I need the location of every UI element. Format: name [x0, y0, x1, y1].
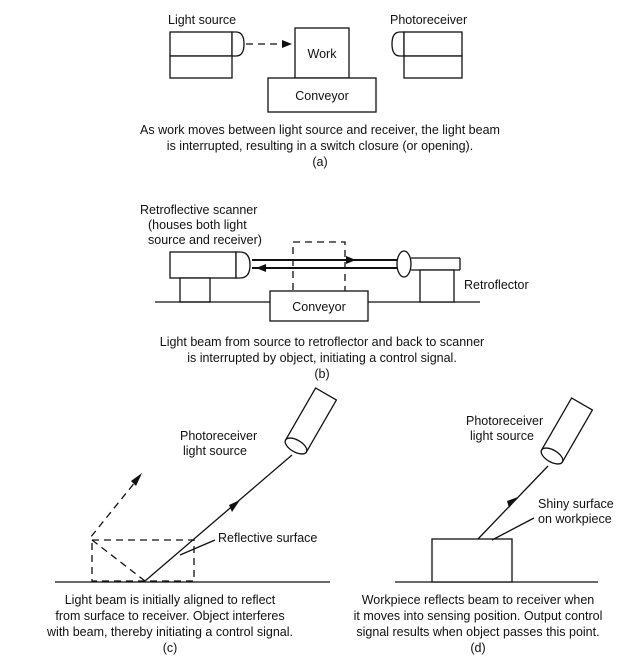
deflected-arrow-c: [131, 473, 142, 486]
scanner-label-2: (houses both light: [148, 218, 247, 232]
panel-a: Light source Photoreceiver Work Conveyor…: [140, 13, 500, 169]
caption-d-line1: Workpiece reflects beam to receiver when: [362, 593, 595, 607]
retroflector-label: Retroflector: [464, 278, 529, 292]
caption-c-line2: from surface to receiver. Object interfe…: [55, 609, 284, 623]
caption-d-line3: signal results when object passes this p…: [356, 625, 599, 639]
caption-b-tag: (b): [314, 367, 329, 381]
photoreceiver-base: [403, 55, 463, 79]
photoreceiver-d-label-2: light source: [470, 429, 534, 443]
photoreceiver-c: [284, 387, 338, 455]
caption-d-line2: it moves into sensing position. Output c…: [354, 609, 603, 623]
photoreceiver-d: [540, 397, 594, 465]
sensor-d-lens: [540, 447, 564, 465]
scanner-label-1: Retroflective scanner: [140, 203, 257, 217]
conveyor-label-b: Conveyor: [292, 300, 346, 314]
light-source-lens: [231, 31, 245, 57]
scanner-label-3: source and receiver): [148, 233, 262, 247]
photoreceiver-lens: [391, 31, 405, 57]
caption-c-line1: Light beam is initially aligned to refle…: [65, 593, 276, 607]
light-source-base: [169, 55, 233, 79]
conveyor-b: [269, 290, 369, 322]
caption-b-line1: Light beam from source to retroflector a…: [160, 335, 484, 349]
object-outline-c: [91, 539, 195, 582]
workpiece-d: [431, 538, 513, 583]
beam-arrow-out: [346, 256, 356, 264]
shiny-surface-label-2: on workpiece: [538, 512, 612, 526]
caption-c-tag: (c): [163, 641, 178, 655]
retroflector-unit: [411, 257, 461, 303]
photoreceiver-label: Photoreceiver: [390, 13, 467, 27]
caption-d-tag: (d): [470, 641, 485, 655]
caption-b-line2: is interrupted by object, initiating a c…: [187, 351, 457, 365]
panel-b: Retroflective scanner (houses both light…: [140, 203, 529, 381]
panel-c: Photoreceiver light source Reflective su…: [46, 387, 338, 655]
scanner-housing: [169, 251, 237, 279]
light-source-unit: [169, 31, 245, 79]
caption-c-line3: with beam, thereby initiating a control …: [46, 625, 293, 639]
retroflective-scanner: [169, 251, 251, 303]
caption-a-line1: As work moves between light source and r…: [140, 123, 500, 137]
scanner-lens: [235, 251, 251, 279]
beam-arrow-d: [507, 497, 518, 508]
reflective-surface-label: Reflective surface: [218, 531, 317, 545]
beam-arrow-c: [229, 500, 240, 512]
sensor-c-lens: [284, 437, 308, 455]
photoreceiver-c-label-2: light source: [183, 444, 247, 458]
light-source-label: Light source: [168, 13, 236, 27]
photoreceiver-unit: [391, 31, 463, 79]
caption-a-line2: is interrupted, resulting in a switch cl…: [167, 139, 473, 153]
beam-c: [144, 454, 293, 582]
photoreceiver-c-label-1: Photoreceiver: [180, 429, 257, 443]
work-label: Work: [308, 47, 338, 61]
light-source-housing: [169, 31, 233, 57]
photoreceiver-housing: [403, 31, 463, 57]
scanner-base: [179, 277, 211, 303]
deflected-beam-c: [89, 475, 146, 582]
retroflector-lens: [396, 250, 412, 278]
panel-d: Photoreceiver light source Shiny surface…: [354, 397, 614, 655]
shiny-leader-d: [491, 517, 535, 541]
beam-arrowhead-a: [282, 40, 292, 48]
retroflector-base: [419, 269, 455, 303]
beam-arrow-return: [256, 264, 266, 272]
shiny-surface-label-1: Shiny surface: [538, 497, 614, 511]
caption-a-tag: (a): [312, 155, 327, 169]
conveyor-label-a: Conveyor: [295, 89, 349, 103]
conveyor-a: [267, 77, 377, 113]
photoreceiver-d-label-1: Photoreceiver: [466, 414, 543, 428]
surface-leader-c: [179, 539, 216, 556]
